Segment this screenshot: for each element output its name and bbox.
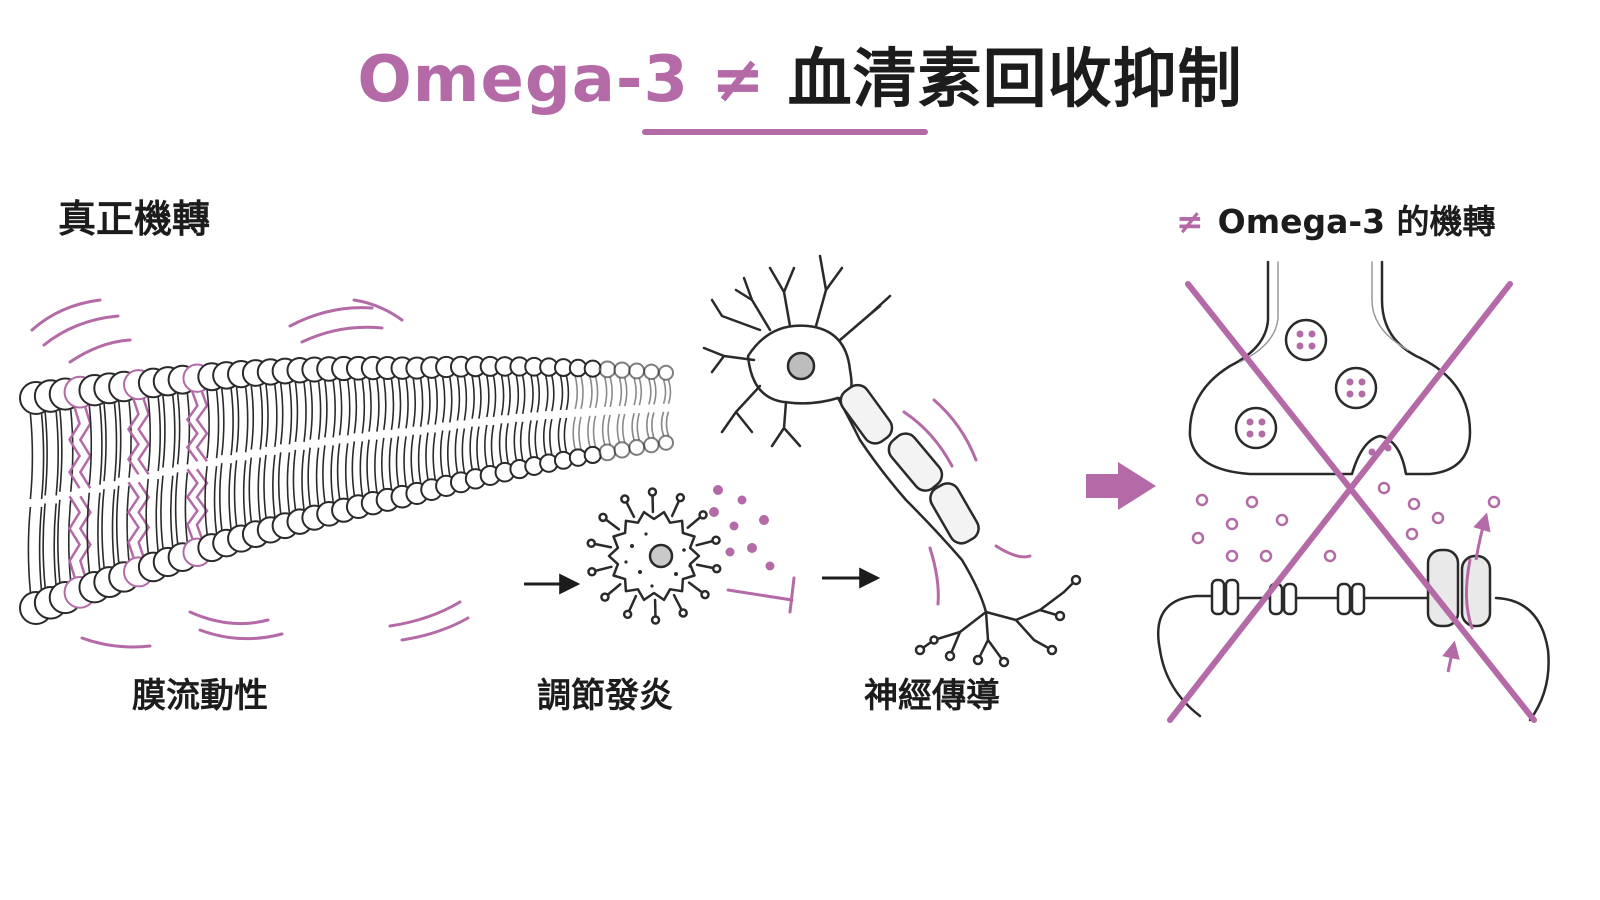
- serotonin-dots: [1191, 481, 1501, 563]
- right-heading: ≠ Omega-3 的機轉: [1176, 195, 1496, 243]
- right-heading-text: Omega-3 的機轉: [1217, 202, 1496, 241]
- reuptake-arrows: [1442, 512, 1491, 673]
- lipid-bilayer-icon: [19, 355, 674, 625]
- title-not-equal: ≠: [710, 43, 766, 117]
- title-omega3: Omega-3: [357, 43, 689, 117]
- transition-arrow-icon: [1086, 462, 1156, 510]
- left-heading: 真正機轉: [58, 197, 211, 241]
- membrane-motion-lines: [30, 298, 470, 649]
- cross-out-icon: [1167, 281, 1537, 723]
- title-underline: [642, 129, 928, 135]
- title-main: 血清素回收抑制: [787, 43, 1243, 117]
- cytokine-dots: [709, 485, 775, 571]
- neuron-icon: [702, 254, 1082, 668]
- caption-membrane: 膜流動性: [132, 676, 268, 716]
- immune-cell-icon: [586, 487, 722, 625]
- caption-inflammation: 調節發炎: [537, 676, 673, 716]
- caption-neuro: 神經傳導: [864, 676, 1000, 716]
- inhibition-mark: [726, 576, 796, 614]
- right-heading-not-equal: ≠: [1176, 202, 1204, 241]
- neuron-motion-lines: [902, 398, 1032, 606]
- page-title: Omega-3 ≠ 血清素回收抑制: [0, 28, 1600, 120]
